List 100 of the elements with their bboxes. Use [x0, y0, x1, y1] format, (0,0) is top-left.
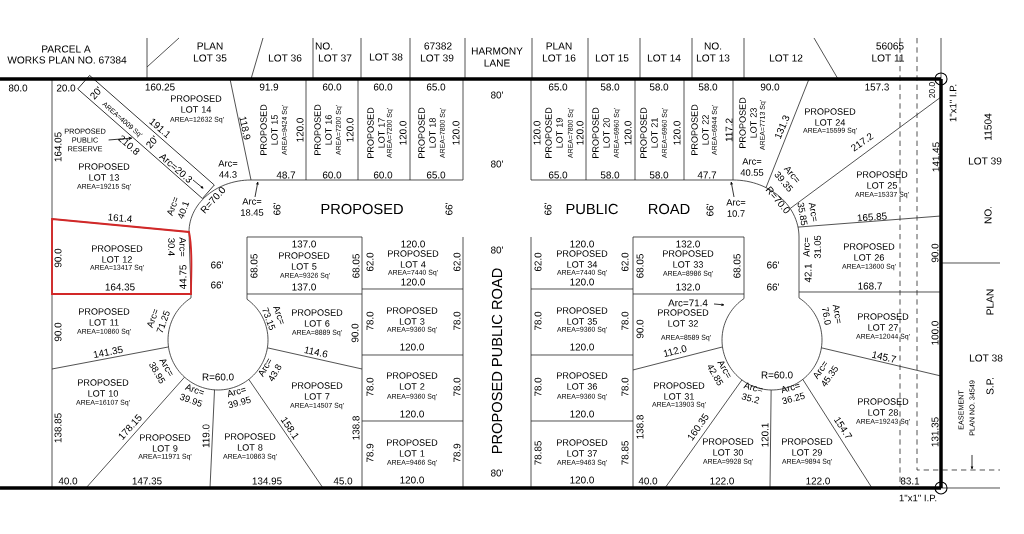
dimension-label: 120.0	[400, 476, 424, 484]
lot-label: PROPOSED LOT 31	[654, 382, 705, 400]
dimension-label: 78.0	[366, 377, 374, 397]
lot-label: PROPOSED LOT 4	[388, 250, 439, 268]
dimension-label: 118.9	[239, 116, 251, 140]
dimension-label: 138.85	[54, 413, 62, 443]
dimension-label: 131.3	[775, 115, 790, 139]
dimension-label: 62.0	[366, 252, 374, 272]
adjacent-lot-label: PARCEL A	[42, 45, 91, 53]
adjacent-lot-label: LOT 16	[542, 54, 576, 62]
adjacent-lot-label: PLAN	[197, 42, 223, 50]
dimension-label: 120.1	[761, 423, 769, 447]
lot-label: PROPOSED LOT 11	[79, 308, 130, 326]
dimension-label: R=60.0	[202, 373, 234, 381]
dimension-label: 78.9	[366, 443, 374, 463]
dimension-label: 138.8	[352, 416, 360, 440]
dimension-label: 45.0	[333, 477, 353, 485]
dimension-label: 131.35	[931, 417, 939, 447]
dimension-label: 66'	[273, 203, 281, 215]
dimension-label: 90.0	[351, 323, 359, 343]
dimension-label: 147.35	[132, 477, 162, 485]
dimension-label: 80'	[491, 246, 503, 254]
arc-dimension-label: Arc= 10.7	[726, 199, 746, 217]
lot-label: PROPOSED LOT 19	[545, 107, 563, 158]
road-label: PUBLIC	[566, 203, 618, 215]
dimension-label: 83.1	[900, 477, 920, 485]
pin-label: 1"x1" I.P.	[899, 494, 937, 502]
dimension-label: 58.0	[698, 83, 718, 91]
lot-label: PROPOSED LOT 22	[691, 104, 709, 155]
dimension-label: 160.25	[145, 83, 175, 91]
dimension-label: 47.7	[697, 171, 717, 179]
dimension-label: 141.45	[932, 142, 940, 172]
adjacent-lot-label: LOT 36	[268, 54, 302, 62]
lot-label: PROPOSED LOT 35	[557, 307, 608, 325]
dimension-label: 138.8	[636, 415, 644, 439]
dimension-label: Arc=71.4	[668, 299, 708, 307]
adjacent-lot-label: NO.	[315, 42, 333, 50]
lot-label: PROPOSED LOT 5	[279, 252, 330, 270]
dimension-label: 132.0	[676, 283, 700, 291]
dimension-label: 90.0	[931, 243, 939, 263]
dimension-label: 141.35	[93, 345, 123, 359]
dimension-label: 100.0	[931, 321, 939, 345]
dimension-label: 120.0	[400, 410, 424, 418]
arc-dimension-label: Arc= 39.95	[179, 384, 205, 407]
adjacent-lot-label: LOT 14	[647, 54, 681, 62]
dimension-label: 58.0	[649, 83, 669, 91]
dimension-label: 78.85	[534, 441, 542, 465]
lot-label: PROPOSED LOT 36	[557, 372, 608, 390]
lot-label: PROPOSED LOT 8	[225, 433, 276, 451]
dimension-label: 80'	[491, 469, 503, 477]
dimension-label: 80'	[491, 160, 503, 168]
arc-dimension-label: Arc= 73.15	[262, 307, 284, 331]
dimension-label: 122.0	[710, 477, 734, 485]
adjacent-lot-label: 67382	[424, 42, 452, 50]
dimension-label: 120.0	[570, 278, 594, 286]
dimension-label: 165.85	[857, 212, 887, 222]
dimension-label: 112.0	[663, 345, 687, 357]
dimension-label: 137.0	[292, 283, 316, 291]
lot-label: PROPOSED LOT 16	[314, 104, 332, 155]
dimension-label: 60.0	[373, 171, 393, 179]
dimension-label: 68.05	[250, 254, 258, 278]
dimension-label: 66'	[211, 261, 223, 269]
dimension-label: 78.0	[621, 311, 629, 331]
arc-dimension-label: Arc= 35.2	[741, 382, 763, 404]
lot-label: PROPOSED LOT 26	[844, 243, 895, 261]
dimension-label: 60.0	[373, 83, 393, 91]
dimension-label: 60.0	[322, 83, 342, 91]
dimension-label: 164.05	[54, 132, 62, 162]
dimension-label: 120.0	[452, 121, 460, 145]
dimension-label: 90.0	[54, 322, 62, 342]
lot-label: PROPOSED LOT 14	[171, 95, 222, 113]
adjacent-lot-label: LOT 37	[318, 54, 352, 62]
dimension-label: 80.0	[8, 84, 28, 92]
adjacent-lot-label: LOT 38	[969, 354, 1003, 362]
arc-dimension-label: Arc= 31.05	[803, 235, 821, 259]
lot-label: PROPOSED LOT 13	[79, 163, 130, 181]
lot-label: PROPOSED LOT 33	[663, 250, 714, 268]
dimension-label: 78.0	[534, 311, 542, 331]
dimension-label: 120.0	[296, 118, 304, 142]
dimension-label: 66'	[211, 281, 223, 289]
dimension-label: 132.0	[676, 240, 700, 248]
arc-dimension-label: Arc= 71.25	[147, 308, 170, 333]
lot-label: PROPOSED LOT 2	[387, 372, 438, 390]
lot-label: PROPOSED LOT 12	[92, 245, 143, 263]
dimension-label: 66'	[706, 204, 714, 216]
dimension-label: 145.7	[871, 351, 897, 363]
adjacent-lot-label: LOT 15	[595, 54, 629, 62]
dimension-label: 168.7	[858, 282, 882, 290]
dimension-label: 65.0	[548, 171, 568, 179]
lot-label: PROPOSED LOT 32	[658, 309, 709, 327]
adjacent-lot-label: 11504	[984, 113, 992, 140]
arc-dimension-label: Arc= 35.85	[797, 202, 817, 226]
arc-dimension-label: Arc= 40.55	[740, 158, 764, 176]
arc-dimension-label: Arc= 76.0	[822, 305, 841, 325]
arc-dimension-label: Arc= 18.45	[241, 198, 264, 216]
dimension-label: R=60.0	[761, 371, 793, 379]
lot-label: PROPOSED LOT 9	[140, 434, 191, 452]
lot-label: PROPOSED LOT 7	[292, 382, 343, 400]
lot-label: PROPOSED LOT 6	[292, 309, 343, 327]
dimension-label: 58.0	[600, 83, 620, 91]
